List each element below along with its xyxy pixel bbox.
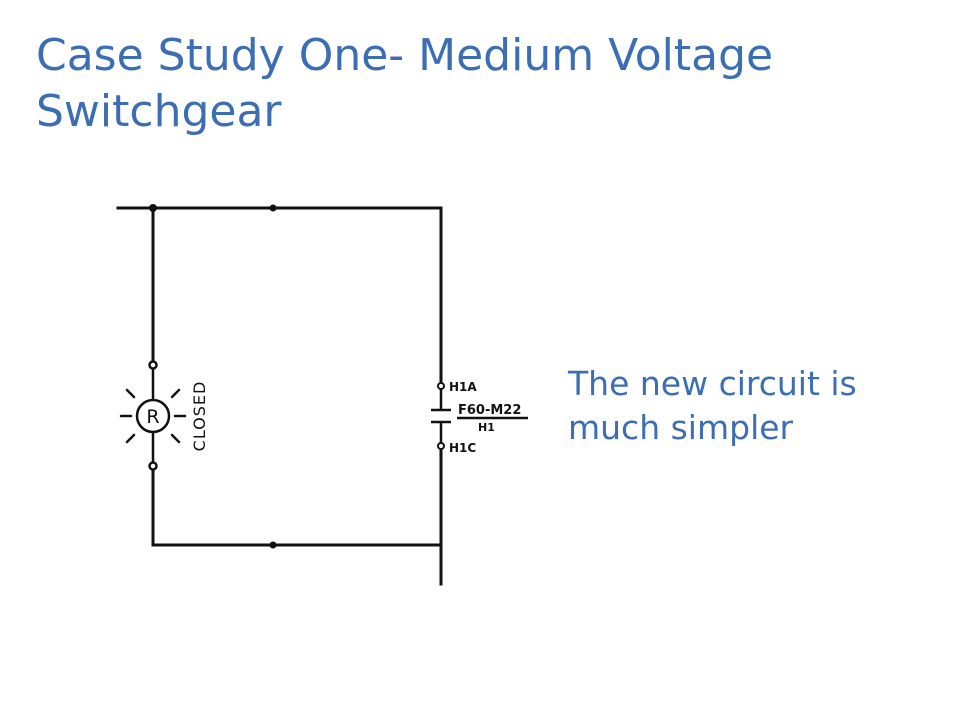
device-ref-label: H1	[478, 421, 495, 434]
lamp-letter: R	[146, 406, 159, 428]
device-label: F60-M22	[458, 403, 521, 418]
contact-terminal-h1a	[437, 382, 445, 390]
side-note: The new circuit is much simpler	[568, 364, 857, 447]
terminal-label-h1a: H1A	[449, 380, 477, 394]
junction-dot	[149, 204, 157, 212]
slide-title: Case Study One- Medium Voltage Switchgea…	[36, 30, 774, 137]
terminal-label-h1c: H1C	[449, 441, 476, 455]
junction-dot	[269, 541, 277, 549]
contact-f60: H1A H1C F60-M22 H1	[431, 380, 528, 455]
indicating-lamp: R CLOSED	[119, 381, 209, 452]
contact-terminal-h1c	[437, 442, 445, 450]
lamp-terminal-bottom	[148, 461, 158, 471]
junction-dot	[269, 204, 277, 212]
lamp-rays	[119, 388, 187, 444]
lamp-terminal-top	[148, 360, 158, 370]
lamp-label: CLOSED	[190, 381, 209, 452]
